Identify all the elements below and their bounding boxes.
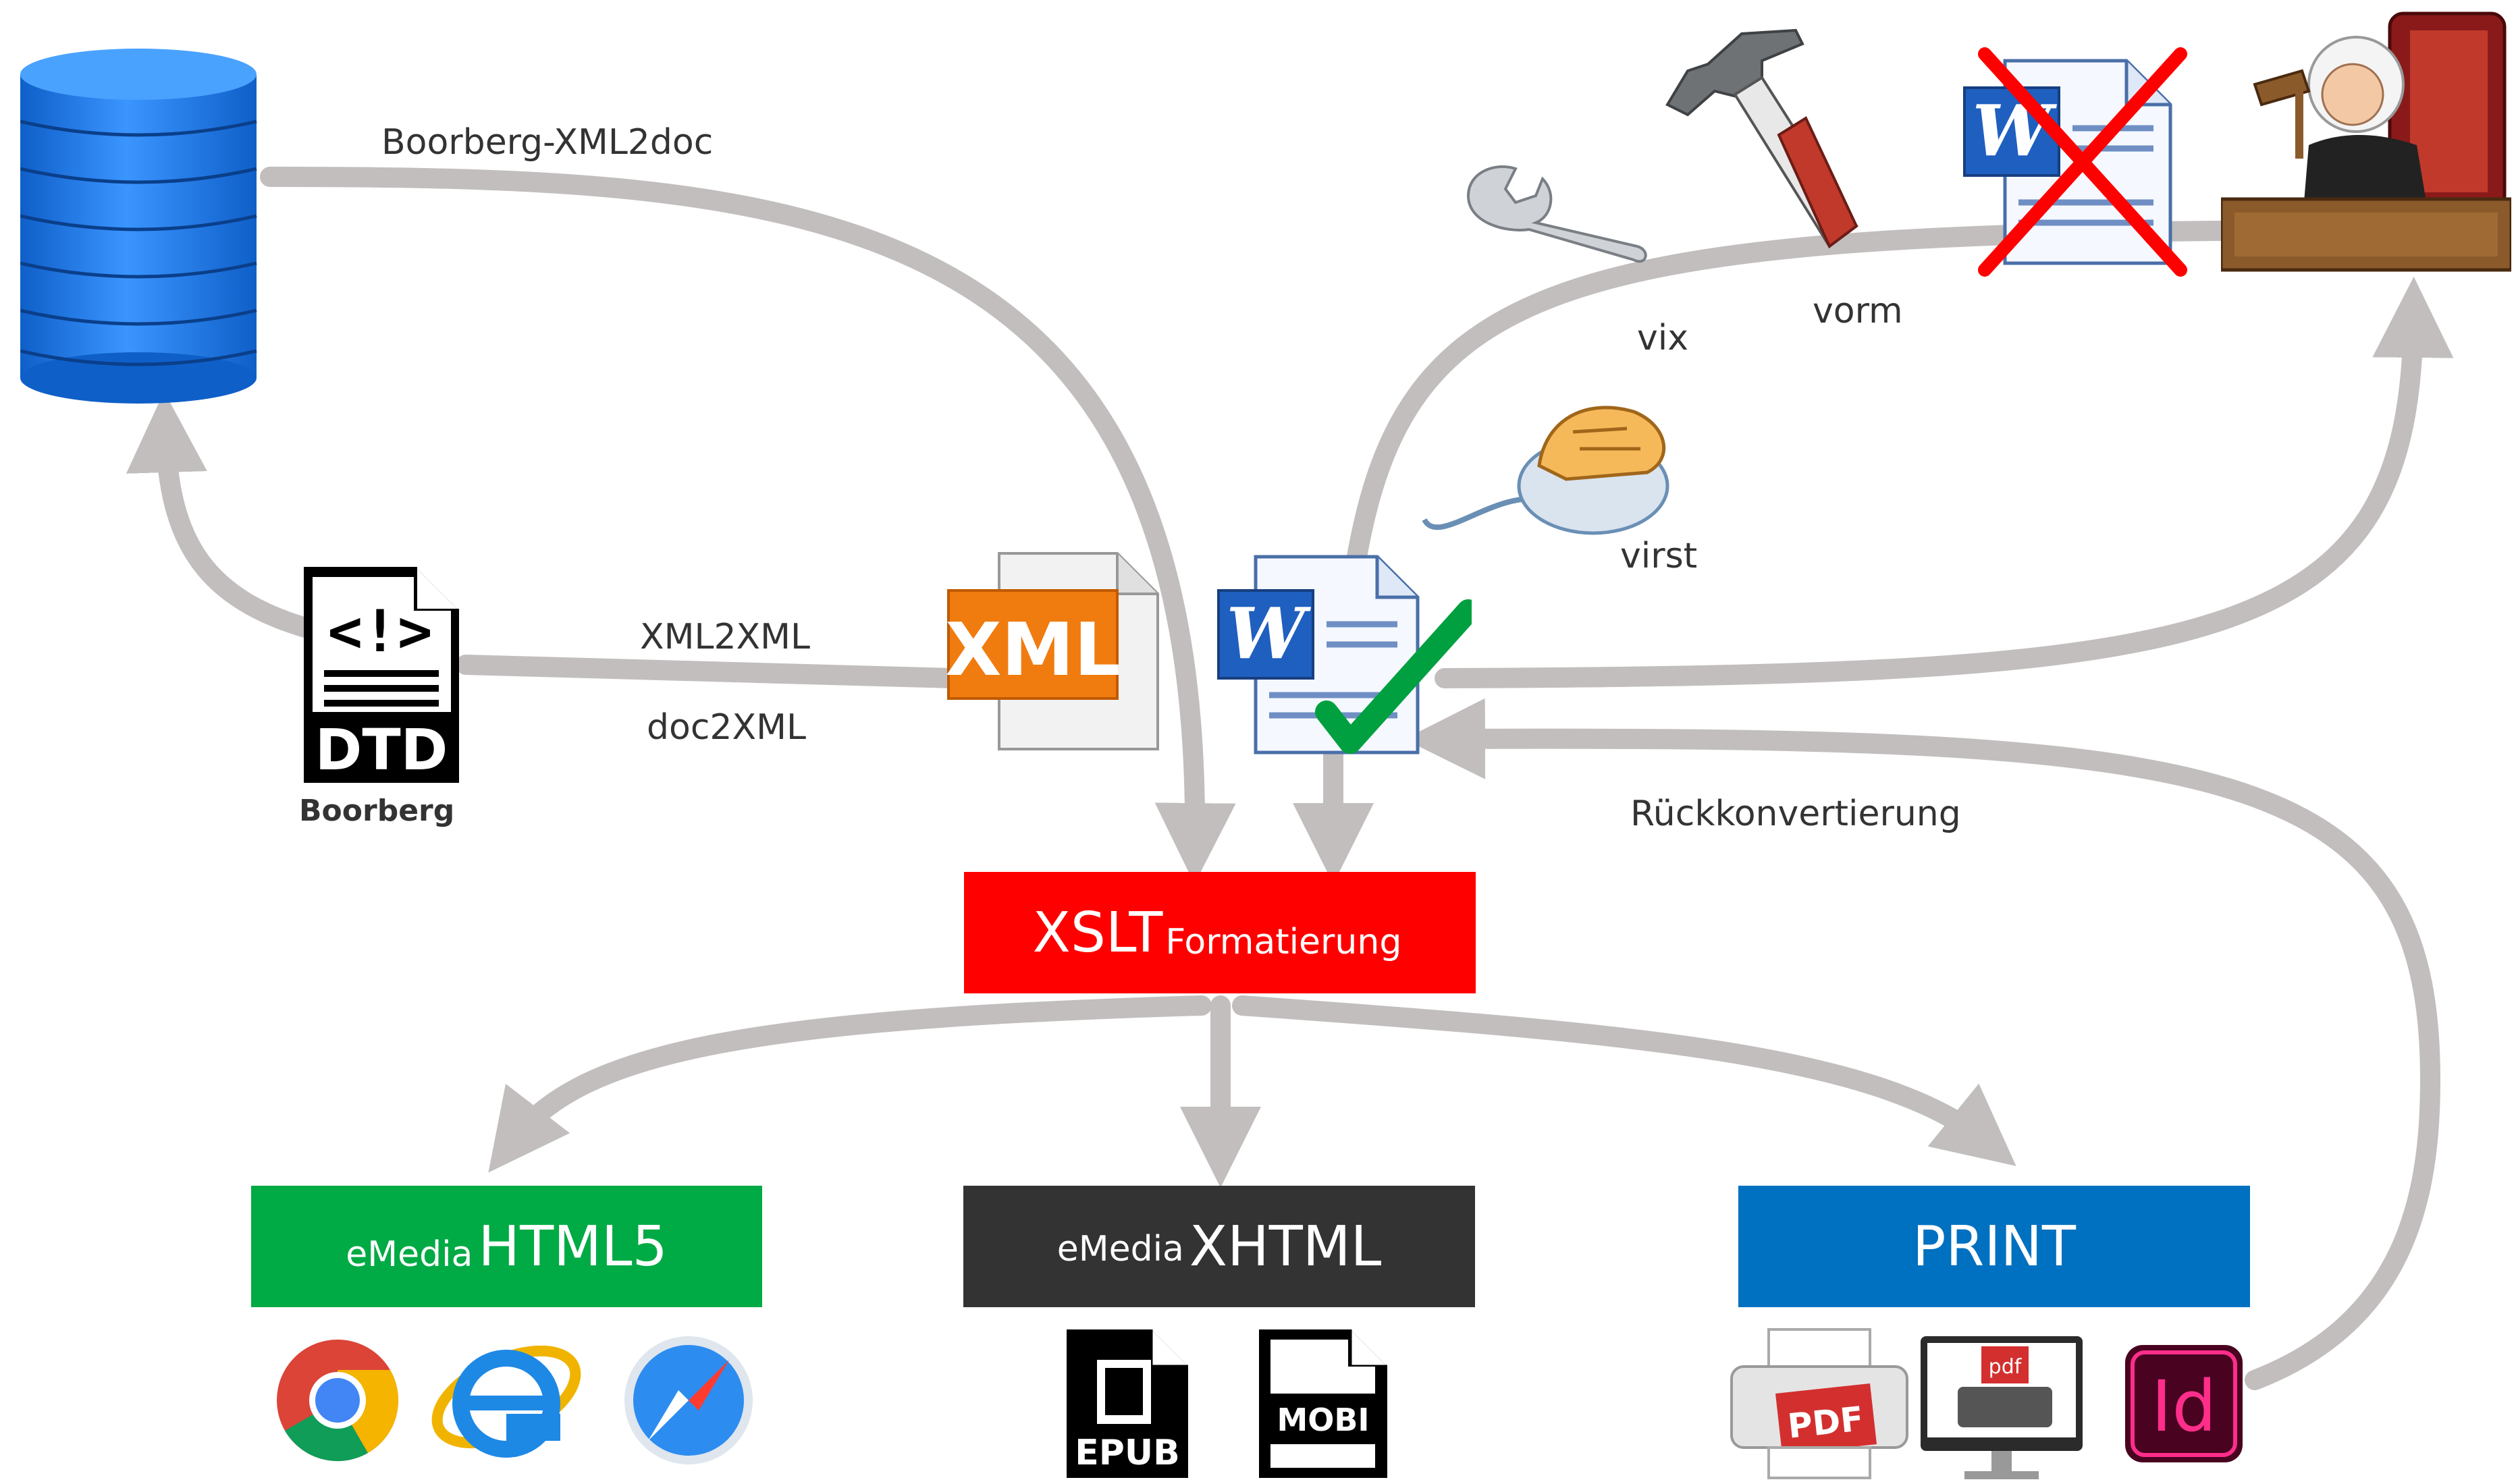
html5-box: eMedia HTML5 <box>251 1186 762 1307</box>
safari-icon <box>624 1336 753 1464</box>
database-icon <box>20 49 257 404</box>
arrow-xslt-to-html5 <box>488 995 1212 1173</box>
indesign-text: Id <box>2151 1365 2217 1448</box>
epub-text: EPUB <box>1075 1433 1180 1473</box>
arrow-dtd-to-db <box>126 391 327 641</box>
html5-main-text: HTML5 <box>478 1214 668 1279</box>
dtd-file-icon: <!> DTD <box>304 567 459 783</box>
red-cross-icon <box>1978 47 2187 277</box>
xslt-sub-text: Formatierung <box>1165 922 1402 962</box>
label-xml2xml: XML2XML <box>640 617 811 657</box>
html5-sub-text: eMedia <box>346 1234 473 1275</box>
word-document-check-icon: W <box>1217 555 1472 754</box>
arrow-xml-to-dtd <box>456 655 962 688</box>
xhtml-main-text: XHTML <box>1189 1214 1382 1279</box>
pdf-printer-text: PDF <box>1786 1399 1865 1446</box>
pdf-printer-icon: PDF <box>1730 1328 1908 1479</box>
xml-file-icon: XML <box>945 552 1159 750</box>
indesign-icon: Id <box>2125 1345 2243 1462</box>
print-box: PRINT <box>1738 1186 2250 1307</box>
hammer-icon <box>1665 28 1858 249</box>
label-vix: vix <box>1637 318 1688 358</box>
dtd-code-glyph: <!> <box>327 598 432 665</box>
checkmark-icon <box>1315 599 1472 754</box>
dtd-label-text: DTD <box>315 717 448 783</box>
xml-file-text: XML <box>945 608 1121 692</box>
word-document-rejected-icon: W <box>1963 47 2187 277</box>
mouse-hand-icon <box>1422 406 1669 535</box>
word-letter: W <box>1227 592 1312 675</box>
xhtml-sub-text: eMedia <box>1056 1229 1184 1269</box>
label-rueckkonvertierung: Rückkonvertierung <box>1630 794 1961 834</box>
arrow-word-to-judge <box>1435 277 2454 688</box>
arrow-xslt-to-print <box>1232 995 2016 1166</box>
chrome-icon <box>277 1340 399 1462</box>
xhtml-box: eMedia XHTML <box>963 1186 1475 1307</box>
label-doc2xml: doc2XML <box>647 707 806 748</box>
monitor-pdf-icon: pdf <box>1921 1336 2083 1479</box>
wrench-icon <box>1466 165 1647 263</box>
label-virst: virst <box>1620 536 1698 576</box>
judge-icon <box>2221 11 2511 272</box>
word-letter-rejected: W <box>1973 89 2058 172</box>
xslt-box: XSLT Formatierung <box>964 872 1476 993</box>
epub-file-icon: EPUB <box>1067 1329 1188 1478</box>
label-vorm: vorm <box>1813 291 1903 331</box>
xslt-main-text: XSLT <box>1032 900 1163 965</box>
print-main-text: PRINT <box>1912 1214 2077 1279</box>
arrow-indesign-to-word <box>1404 698 2441 1390</box>
arrow-word-to-tools <box>1347 221 2231 567</box>
mobi-text: MOBI <box>1277 1402 1369 1438</box>
pdf-small-text: pdf <box>1989 1355 2023 1379</box>
internet-explorer-icon <box>431 1345 581 1458</box>
label-boorberg-xml2doc: Boorberg-XML2doc <box>381 122 714 163</box>
boorberg-label: Boorberg <box>299 794 455 828</box>
arrow-db-to-xslt <box>260 167 1236 884</box>
mobi-file-icon: MOBI <box>1259 1329 1387 1478</box>
